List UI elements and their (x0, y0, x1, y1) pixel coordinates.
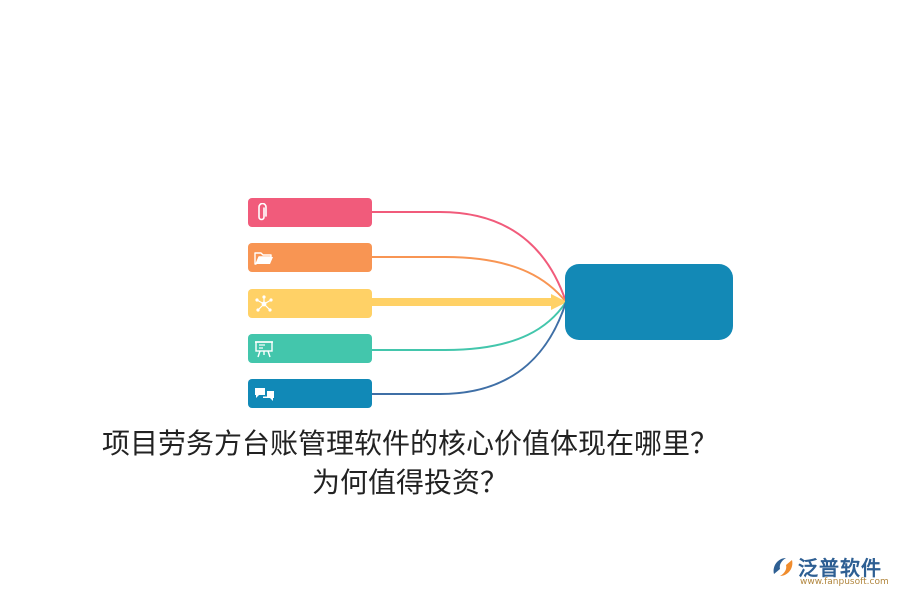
caption-line-2: 为何值得投资？ (311, 466, 508, 499)
watermark-brand: 泛普软件 (798, 556, 882, 580)
branch-node-3 (248, 289, 372, 318)
caption-line-1: 项目劳务方台账管理软件的核心价值体现在哪里？ (101, 427, 718, 460)
fanpu-logo-icon (773, 558, 793, 576)
watermark: 泛普软件 www.fanpusoft.com (770, 552, 895, 592)
connector-2 (372, 256, 567, 303)
branch-node-4 (248, 334, 372, 363)
watermark-url: www.fanpusoft.com (800, 577, 889, 587)
branch-node-5 (248, 379, 372, 408)
connector-5 (372, 301, 567, 395)
connector-4 (372, 301, 567, 351)
central-topic-node (565, 264, 733, 340)
chat-bubbles-icon (255, 387, 274, 401)
presentation-icon (255, 340, 273, 357)
connector-3-arrowhead (551, 294, 567, 310)
connector-1 (372, 211, 567, 303)
connector-3 (372, 298, 552, 306)
network-icon (255, 294, 273, 312)
paperclip-icon (258, 202, 267, 220)
folder-icon (254, 251, 273, 265)
branch-node-1 (248, 198, 372, 227)
branch-node-2 (248, 243, 372, 272)
image-caption: 项目劳务方台账管理软件的核心价值体现在哪里？ 为何值得投资？ (0, 424, 820, 502)
